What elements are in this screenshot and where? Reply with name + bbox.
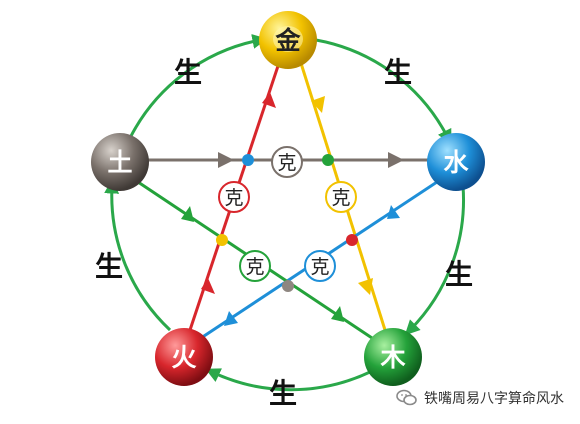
element-label: 火: [171, 343, 196, 372]
sheng-label: 生: [95, 250, 123, 283]
ke-text: 克: [277, 152, 296, 174]
sheng-label: 生: [445, 258, 473, 291]
dot-blue: [242, 154, 254, 166]
arrow-wood-earth-1: [331, 306, 344, 322]
sheng-label: 生: [384, 56, 412, 89]
element-water: 水: [427, 133, 485, 191]
ke-label-right-lower: 克: [304, 250, 336, 282]
element-label: 土: [107, 148, 132, 177]
arrow-water-fire-2: [224, 311, 238, 326]
ke-text: 克: [310, 256, 329, 278]
element-metal: 金: [259, 11, 317, 69]
sheng-label: 生: [269, 377, 297, 410]
intersection-dots: [216, 154, 358, 292]
sheng-label: 生: [174, 56, 202, 89]
element-label: 金: [274, 26, 301, 55]
sheng-arc-wood-fire: [205, 368, 371, 392]
ke-text: 克: [331, 187, 350, 209]
sheng-labels: 生 生 生 生 生: [95, 56, 473, 410]
ke-label-left-upper: 克: [218, 181, 250, 213]
dot-red: [346, 234, 358, 246]
ke-text: 克: [224, 187, 243, 209]
arrow-earth-water-2: [388, 152, 404, 168]
arrow-fire-metal-1: [201, 278, 215, 294]
dot-yellow: [216, 234, 228, 246]
arrow-metal-wood-2: [358, 278, 373, 295]
ke-arrowheads: [181, 92, 404, 326]
sheng-arc-metal-water: [315, 38, 452, 145]
dot-gray: [282, 280, 294, 292]
arrow-metal-wood-1: [311, 96, 325, 113]
dot-green: [322, 154, 334, 166]
sheng-arc-earth-metal: [128, 34, 268, 139]
element-label: 水: [443, 148, 469, 177]
ke-lines: [134, 59, 441, 342]
element-wood: 木: [364, 328, 422, 386]
sheng-arc-water-wood: [404, 185, 466, 336]
ke-label-top: 克: [271, 146, 303, 178]
ke-label-right-upper: 克: [325, 181, 357, 213]
arrow-earth-water-1: [218, 152, 234, 168]
sheng-cycle: [104, 34, 466, 392]
watermark-text: 铁嘴周易八字算命风水: [424, 391, 564, 407]
arrow-fire-metal-2: [262, 92, 276, 108]
ke-text: 克: [245, 256, 264, 278]
element-label: 木: [379, 343, 405, 372]
element-fire: 火: [155, 328, 213, 386]
sheng-arc-fire-earth: [104, 178, 172, 332]
watermark: 铁嘴周易八字算命风水: [396, 388, 564, 408]
arrow-wood-earth-2: [181, 206, 194, 222]
element-earth: 土: [91, 133, 149, 191]
wechat-icon: [396, 389, 417, 406]
arrow-water-fire-1: [387, 205, 400, 219]
ke-label-left-lower: 克: [239, 250, 271, 282]
